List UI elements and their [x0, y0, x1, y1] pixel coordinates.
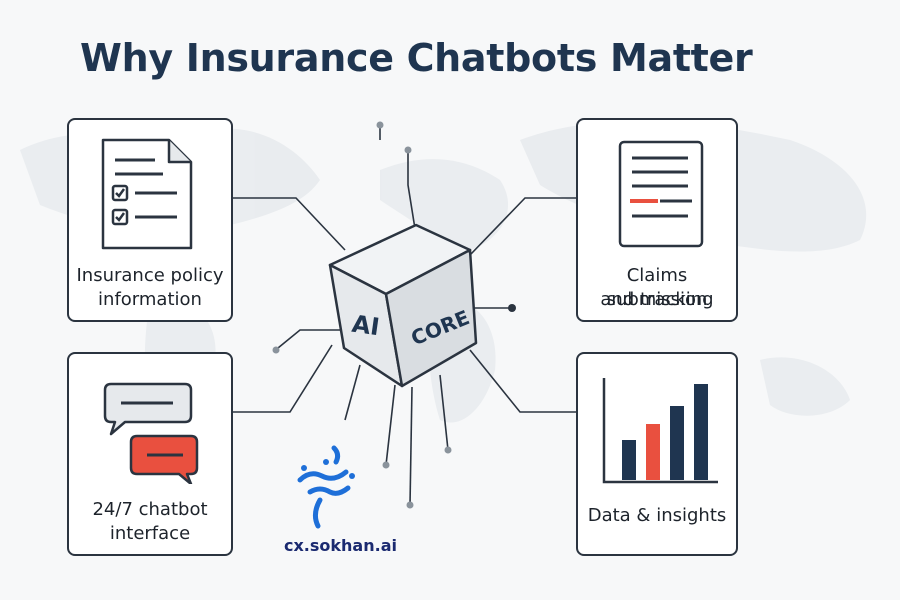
- sokhan-logo-icon: [297, 445, 355, 529]
- card-claims-label-line1: Claims submission: [606, 265, 708, 310]
- card-claims: Claims submission and tracking: [576, 118, 738, 322]
- checklist-document-icon: [101, 138, 193, 250]
- card-policy-label-line2: information: [98, 289, 202, 310]
- core-ai-label: AI: [350, 310, 381, 342]
- card-claims-label-line2: and tracking: [600, 289, 714, 310]
- card-policy-label-line1: Insurance policy: [76, 265, 224, 286]
- ai-core-cube: [328, 223, 478, 388]
- bar-chart-icon: [602, 378, 718, 484]
- page-title: Why Insurance Chatbots Matter: [80, 36, 753, 80]
- connector-nodes: [272, 121, 516, 509]
- card-chatbot-label-line2: interface: [109, 523, 191, 544]
- card-chatbot-label-line1: 24/7 chatbot: [92, 499, 208, 520]
- card-data-label: Data & insights: [587, 505, 727, 526]
- card-data-insights: Data & insights: [576, 352, 738, 556]
- brand-text: cx.sokhan.ai: [284, 536, 397, 555]
- card-chatbot: 24/7 chatbot interface: [67, 352, 233, 556]
- cube-right-face: [384, 248, 478, 388]
- chat-bubbles-icon: [103, 382, 199, 484]
- card-insurance-policy: Insurance policy information: [67, 118, 233, 322]
- claim-document-icon: [618, 140, 704, 248]
- connector-lines: [233, 125, 576, 506]
